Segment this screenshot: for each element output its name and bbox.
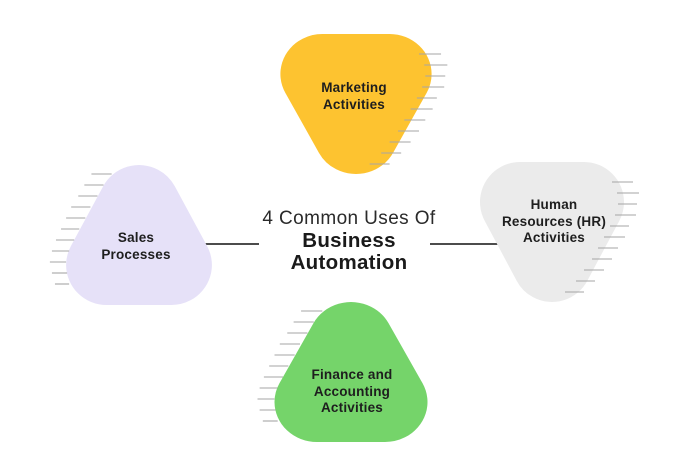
hatch-marks-sales	[49, 173, 112, 285]
connector-line-left	[203, 243, 259, 245]
title-line-bold: Automation	[290, 251, 408, 274]
label-line: Activities	[522, 230, 586, 245]
connector-line-right	[430, 243, 503, 245]
node-label-finance: Finance and Accounting Activities	[272, 367, 432, 417]
label-line: Accounting	[313, 383, 391, 399]
diagram-title: 4 Common Uses Of Business Automation	[229, 207, 469, 274]
triangle-marketing	[280, 34, 432, 174]
hatch-marks-marketing	[369, 53, 448, 165]
label-line: Processes	[101, 246, 171, 262]
node-finance-shape	[257, 302, 428, 442]
triangle-finance	[274, 302, 428, 442]
label-line: Finance and	[311, 367, 393, 382]
triangle-hr	[480, 162, 624, 302]
title-line-bold: Business	[302, 229, 396, 252]
node-marketing-shape	[280, 34, 448, 174]
node-hr-shape	[480, 162, 639, 302]
label-line: Sales	[117, 230, 155, 245]
node-label-sales: Sales Processes	[56, 230, 216, 263]
label-line: Marketing	[321, 80, 387, 95]
triangle-sales	[66, 165, 212, 305]
hatch-marks-finance	[257, 310, 323, 422]
hatch-marks-hr	[565, 181, 639, 293]
title-line-regular: 4 Common Uses Of	[262, 208, 436, 229]
node-label-hr: Human Resources (HR) Activities	[474, 197, 634, 247]
label-line: Activities	[322, 96, 386, 112]
label-line: Human	[530, 197, 578, 212]
node-sales-shape	[49, 165, 212, 305]
node-label-marketing: Marketing Activities	[274, 80, 434, 113]
label-line: Resources (HR)	[501, 213, 607, 229]
label-line: Activities	[320, 400, 384, 415]
